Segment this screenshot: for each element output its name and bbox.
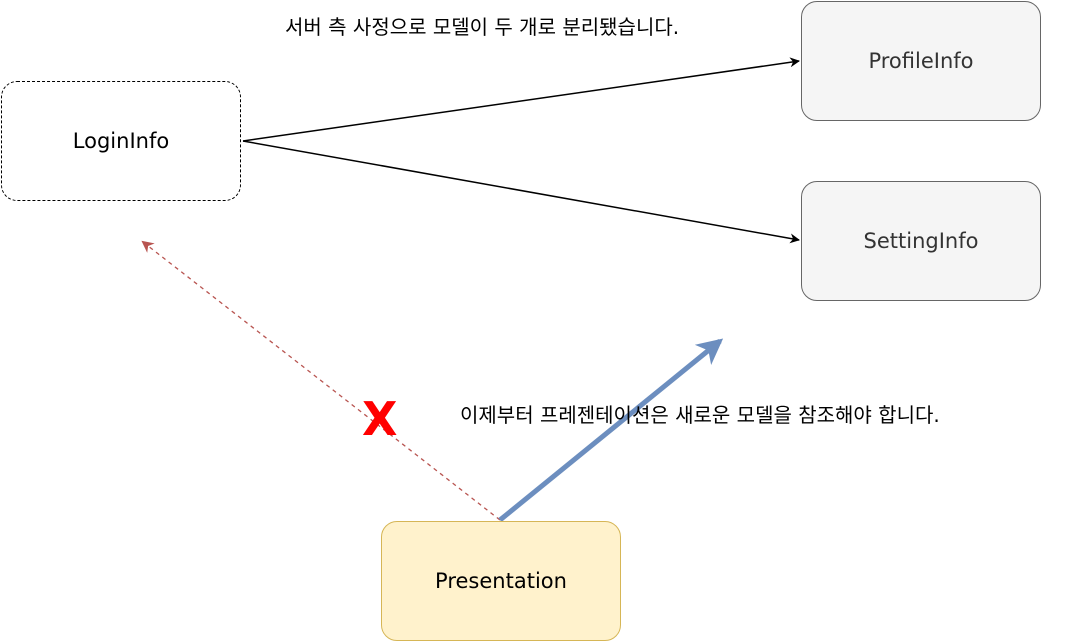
arrow-presentation-to-new-models [498, 338, 724, 522]
profile-info-node[interactable]: ProfileInfo [801, 1, 1041, 121]
presentation-label: Presentation [435, 569, 567, 593]
setting-info-label: SettingInfo [863, 229, 979, 253]
login-info-label: LoginInfo [72, 129, 170, 153]
arrow-login-to-profile [242, 57, 800, 142]
server-split-note: 서버 측 사정으로 모델이 두 개로 분리됐습니다. [285, 15, 680, 39]
setting-info-node[interactable]: SettingInfo [801, 181, 1041, 301]
rejected-x-mark: X [362, 392, 398, 446]
presentation-node[interactable]: Presentation [381, 521, 621, 641]
arrow-presentation-to-login-rejected [141, 240, 501, 521]
login-info-node[interactable]: LoginInfo [1, 81, 241, 201]
arrow-login-to-setting [242, 140, 800, 244]
profile-info-label: ProfileInfo [868, 49, 974, 73]
presentation-ref-note: 이제부터 프레젠테이션은 새로운 모델을 참조해야 합니다. [460, 403, 940, 427]
